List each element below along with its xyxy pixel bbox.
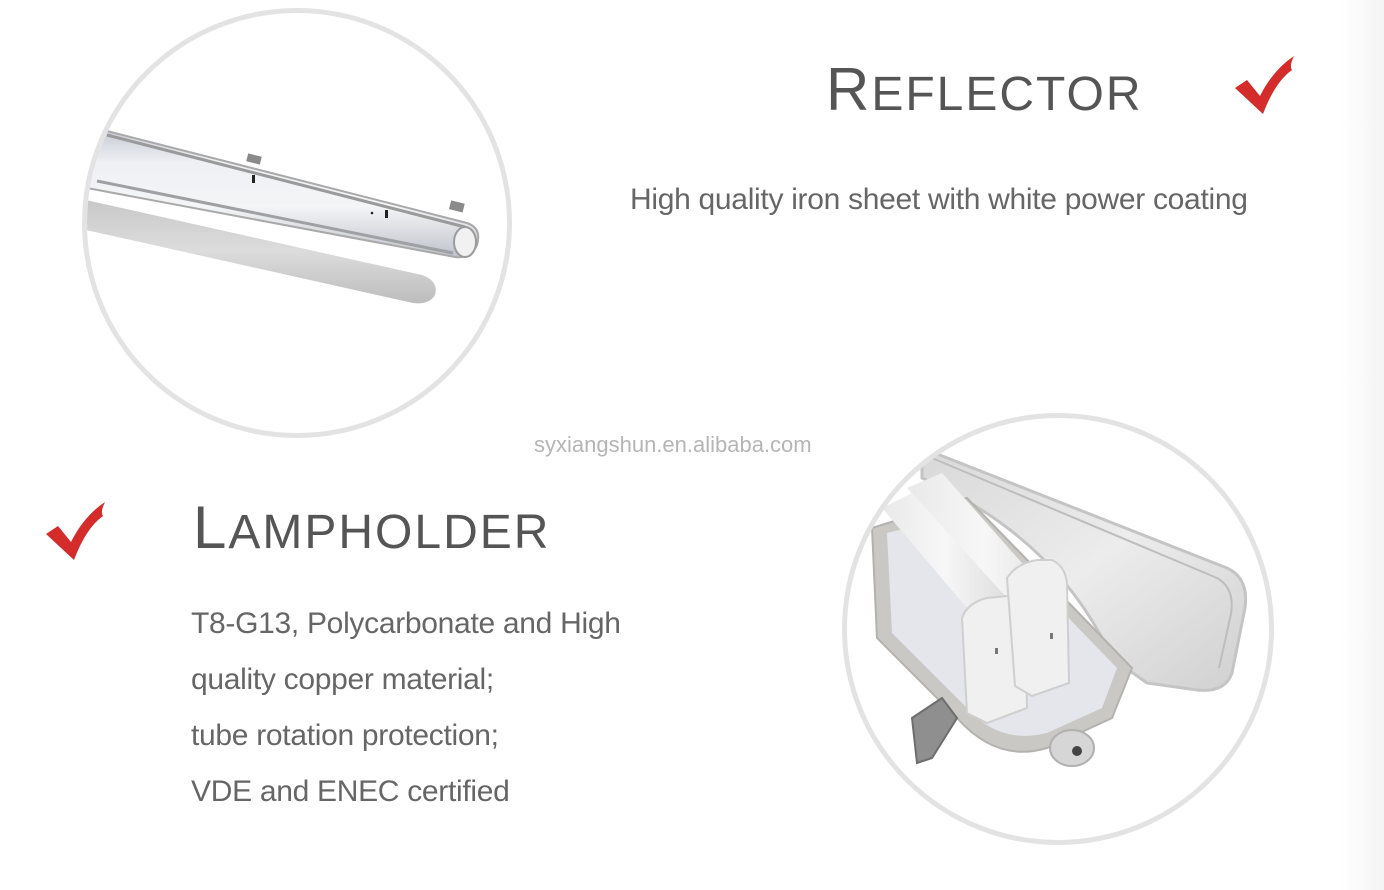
lampholder-product-image <box>842 413 1274 845</box>
tube-fixture-illustration <box>87 129 480 304</box>
watermark-text: syxiangshun.en.alibaba.com <box>534 432 812 457</box>
reflector-product-image <box>82 8 512 438</box>
reflector-title: REFLECTOR <box>826 56 1143 123</box>
description-line: tube rotation protection; <box>191 719 499 752</box>
checkmark-icon <box>46 502 105 560</box>
double-tube-fixture-illustration <box>870 445 1248 767</box>
description-line: VDE and ENEC certified <box>191 775 510 808</box>
lampholder-description: T8-G13, Polycarbonate and High quality c… <box>191 596 621 820</box>
reflector-description: High quality iron sheet with white power… <box>630 183 1248 216</box>
description-line: quality copper material; <box>191 663 494 696</box>
description-line: T8-G13, Polycarbonate and High <box>191 607 621 640</box>
checkmark-icon <box>1235 56 1294 114</box>
lampholder-title: LAMPHOLDER <box>193 494 551 561</box>
